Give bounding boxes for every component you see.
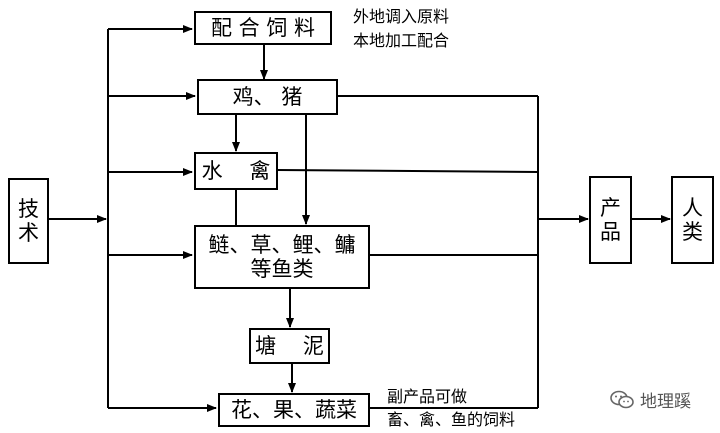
watermark: 地理蹊 bbox=[610, 387, 691, 412]
node-crops: 花、果、蔬菜 bbox=[218, 393, 370, 427]
node-waterfowl-label: 水 禽 bbox=[201, 158, 271, 183]
node-crops-label: 花、果、蔬菜 bbox=[231, 397, 357, 422]
byproduct-note-2: 畜、禽、鱼的饲料 bbox=[387, 410, 516, 429]
node-products: 产 品 bbox=[589, 176, 632, 264]
node-waterfowl: 水 禽 bbox=[194, 152, 278, 190]
node-humans-label: 人 类 bbox=[682, 195, 703, 244]
node-fish: 鲢、草、鲤、鳙 等鱼类 bbox=[194, 225, 370, 289]
node-fish-label: 鲢、草、鲤、鳙 等鱼类 bbox=[208, 232, 356, 281]
node-products-label: 产 品 bbox=[600, 195, 621, 244]
node-chicken-pig: 鸡、 猪 bbox=[197, 79, 338, 115]
wechat-icon bbox=[610, 390, 634, 408]
link-waterfowl-to-products bbox=[276, 169, 539, 173]
node-humans: 人 类 bbox=[671, 176, 714, 264]
feed-source-note-2: 本地加工配合 bbox=[353, 31, 450, 50]
node-pond-mud: 塘 泥 bbox=[249, 328, 330, 364]
feed-source-note-1: 外地调入原料 bbox=[353, 7, 450, 26]
node-chicken-pig-label: 鸡、 猪 bbox=[232, 84, 303, 109]
node-technology-label: 技 术 bbox=[18, 196, 39, 245]
node-technology: 技 术 bbox=[8, 178, 49, 264]
watermark-text: 地理蹊 bbox=[640, 392, 691, 412]
node-pond-mud-label: 塘 泥 bbox=[255, 333, 324, 358]
node-compound-feed-label: 配 合 饲 料 bbox=[210, 15, 316, 40]
node-compound-feed: 配 合 饲 料 bbox=[194, 11, 332, 45]
byproduct-note-1: 副产品可做 bbox=[387, 387, 468, 406]
